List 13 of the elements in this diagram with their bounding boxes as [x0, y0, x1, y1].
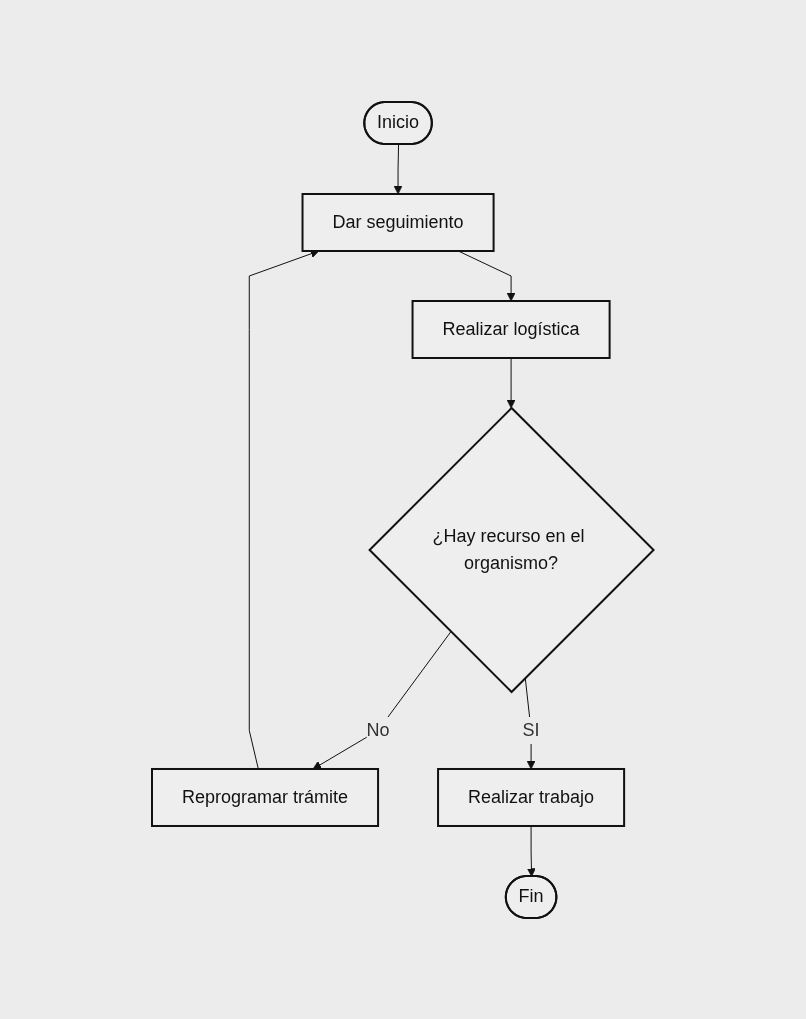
arrow — [393, 143, 403, 194]
node-box: Reprogramar trámite — [151, 767, 380, 827]
node-box: Realizar trabajo — [437, 767, 626, 827]
node-box: Dar seguimiento — [301, 192, 495, 252]
arrow — [527, 825, 537, 877]
edge-label: No — [366, 719, 390, 740]
node-box: Realizar logística — [411, 299, 611, 359]
arrow — [249, 249, 320, 769]
edge-label: SI — [522, 719, 540, 740]
arrow — [312, 630, 452, 769]
arrow — [457, 250, 516, 301]
node-diamond: ¿Hay recurso en el organismo? — [368, 406, 656, 693]
arrow — [506, 357, 516, 408]
